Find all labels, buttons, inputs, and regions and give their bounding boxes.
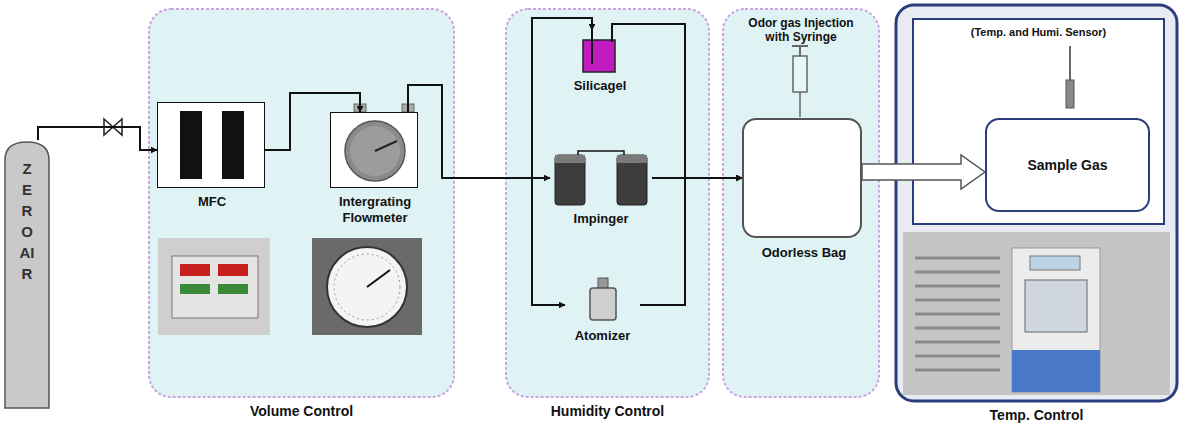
vent-line bbox=[915, 285, 1000, 288]
flowmeter-photo bbox=[312, 238, 422, 335]
jar-cap bbox=[555, 155, 585, 163]
control-panel: Volume ControlMFCIntergrating Flowmeter bbox=[148, 8, 455, 398]
atomizer-bottle: Atomizer bbox=[565, 275, 640, 345]
vent-line bbox=[915, 271, 1000, 274]
cylinder-body bbox=[5, 142, 49, 408]
node-label: ZERO AIR bbox=[20, 158, 35, 284]
chamber-bottom bbox=[1012, 350, 1100, 392]
injection-panel: Odor gas Injection with SyringeOdorless … bbox=[722, 8, 880, 398]
flow-line bbox=[408, 18, 592, 178]
mfc-bar bbox=[222, 111, 244, 179]
vent-line bbox=[915, 313, 1000, 316]
odorless-bag: Odorless Bag bbox=[742, 118, 862, 238]
chamber-photo bbox=[1012, 248, 1100, 392]
atomizer-body bbox=[590, 288, 616, 320]
vent-line bbox=[915, 299, 1000, 302]
node-label: Sample Gas bbox=[1021, 157, 1113, 174]
tube bbox=[591, 40, 593, 64]
mfc-photo-display bbox=[180, 264, 210, 276]
mfc-photo-device bbox=[172, 256, 258, 318]
node-label: (Temp. and Humi. Sensor) bbox=[919, 18, 1159, 39]
flow-line bbox=[640, 178, 742, 305]
vent-line bbox=[915, 341, 1000, 344]
node-label: Temp. Control bbox=[895, 407, 1178, 424]
control-panel-outline bbox=[149, 9, 454, 397]
atomizer-nozzle bbox=[598, 278, 608, 288]
jar-cap bbox=[617, 155, 647, 163]
impinger-jar bbox=[555, 155, 585, 205]
sample-gas-bag: Sample Gas bbox=[985, 118, 1150, 212]
flow-line bbox=[408, 85, 550, 178]
flowmeter-box-art bbox=[331, 113, 419, 189]
temp-chamber-outline bbox=[896, 5, 1177, 401]
impinger-jar bbox=[617, 155, 647, 205]
chamber-display bbox=[1030, 256, 1080, 270]
chamber-interior: (Temp. and Humi. Sensor) Sample Gas bbox=[912, 18, 1165, 225]
vent-line bbox=[915, 257, 1000, 260]
impinger-pair: Impinger bbox=[550, 150, 652, 228]
flowmeter-photo-needle bbox=[367, 270, 390, 287]
vent-line bbox=[915, 369, 1000, 372]
vent-line bbox=[915, 327, 1000, 330]
node-label: MFC bbox=[92, 194, 332, 210]
node-label: Intergrating Flowmeter bbox=[319, 194, 431, 225]
syringe-plunger bbox=[799, 46, 801, 56]
sensor-probe bbox=[1066, 80, 1074, 108]
mfc-photo-display bbox=[218, 264, 248, 276]
syringe-barrel bbox=[793, 56, 807, 92]
mfc-photo-display bbox=[180, 284, 210, 294]
chamber-interior-outline bbox=[913, 19, 1164, 224]
node-label: Odorless Bag bbox=[684, 245, 924, 261]
silicagel-container bbox=[583, 40, 615, 72]
syringe-plunger bbox=[792, 45, 808, 47]
chamber-base bbox=[903, 232, 1170, 395]
mfc-bar bbox=[180, 111, 202, 179]
chamber-vents bbox=[915, 258, 1000, 370]
gas-cylinder: ZERO AIR bbox=[3, 140, 51, 410]
node-label: Silicagel bbox=[574, 78, 627, 95]
flow-line bbox=[408, 85, 565, 305]
node-label: Volume Control bbox=[148, 403, 455, 420]
vent-line bbox=[915, 355, 1000, 358]
node-label: Atomizer bbox=[575, 328, 631, 345]
dial-face bbox=[350, 126, 400, 176]
temp-chamber: Temp. Control(Temp. and Humi. Sensor)Sam… bbox=[895, 4, 1178, 402]
control-panel-outline bbox=[506, 9, 709, 397]
mfc-box: MFC bbox=[157, 102, 265, 188]
control-panel: Humidity ControlSilicagelImpingerAtomize… bbox=[505, 8, 710, 398]
mfc-box-art bbox=[158, 103, 266, 189]
flowmeter-box: Intergrating Flowmeter bbox=[330, 112, 418, 188]
node-label: Odor gas Injection with Syringe bbox=[735, 8, 867, 45]
flowmeter-photo-dial bbox=[327, 247, 407, 327]
mfc-photo-display bbox=[218, 284, 248, 294]
mfc-photo bbox=[158, 238, 270, 335]
syringe-needle bbox=[799, 92, 801, 117]
dial-needle bbox=[375, 141, 397, 151]
injection-panel-outline bbox=[723, 9, 879, 397]
tube bbox=[578, 151, 624, 155]
hollow-arrow bbox=[862, 155, 985, 189]
dial-rim bbox=[345, 121, 405, 181]
chamber-door bbox=[1025, 280, 1087, 332]
sensor-wire bbox=[1069, 46, 1071, 84]
node-label: Impinger bbox=[574, 211, 629, 228]
node-label: Humidity Control bbox=[488, 403, 728, 420]
silicagel-vessel: Silicagel bbox=[565, 30, 635, 95]
tube bbox=[611, 30, 613, 42]
flow-line bbox=[38, 127, 157, 150]
flowmeter-photo-ticks bbox=[334, 254, 400, 320]
tube bbox=[591, 30, 593, 64]
